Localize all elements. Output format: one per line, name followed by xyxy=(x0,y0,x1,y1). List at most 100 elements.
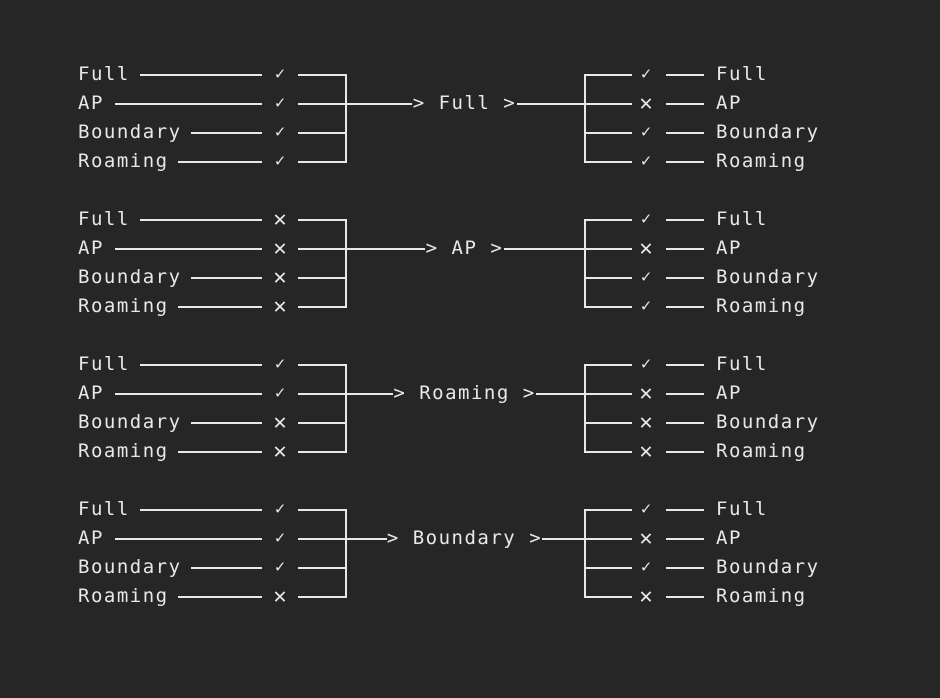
transition-block-full: Full✓AP✓Boundary✓Roaming✓> Full >✓Full✕A… xyxy=(0,60,940,190)
output-row: ✓Full xyxy=(0,350,940,379)
input-label: Boundary xyxy=(78,121,182,143)
input-leader-line xyxy=(115,392,262,395)
output-leader-line xyxy=(666,247,704,250)
input-mark-check: ✓ xyxy=(274,528,286,548)
output-stub-line xyxy=(584,305,632,308)
output-leader-line xyxy=(666,363,704,366)
output-stub-line xyxy=(584,450,632,453)
output-label: Boundary xyxy=(716,121,820,143)
transition-block-roaming: Full✓AP✓Boundary✕Roaming✕> Roaming >✓Ful… xyxy=(0,350,940,480)
input-mark-check: ✓ xyxy=(274,93,286,113)
input-mark-cross: ✕ xyxy=(273,236,287,261)
output-row: ✓Boundary xyxy=(0,553,940,582)
output-label: AP xyxy=(716,382,742,404)
input-row: Roaming ✕ xyxy=(0,437,940,466)
centre-label: > Full > xyxy=(412,92,517,114)
input-mark-check: ✓ xyxy=(274,383,286,403)
input-leader-line xyxy=(178,450,262,453)
output-label: Full xyxy=(716,208,768,230)
input-stub-line xyxy=(298,102,347,105)
input-label: Roaming xyxy=(78,440,169,462)
output-stub-line xyxy=(584,537,632,540)
output-label: Roaming xyxy=(716,295,807,317)
output-leader-line xyxy=(666,392,704,395)
input-row: AP✓ xyxy=(0,89,940,118)
transition-block-ap: Full✕AP✕Boundary✕Roaming✕> AP >✓Full✕AP✓… xyxy=(0,205,940,335)
output-bracket-spine xyxy=(584,218,586,308)
output-stub-line xyxy=(584,102,632,105)
output-bracket-spine xyxy=(584,363,586,453)
output-label: AP xyxy=(716,527,742,549)
input-mark-cross: ✕ xyxy=(273,584,287,609)
output-leader-line xyxy=(666,305,704,308)
input-mark-cross: ✕ xyxy=(273,439,287,464)
centre-label: > AP > xyxy=(425,237,504,259)
centre-outbound-line xyxy=(542,537,584,540)
input-row: Roaming✕ xyxy=(0,292,940,321)
output-label: AP xyxy=(716,237,742,259)
input-row: Full✕ xyxy=(0,205,940,234)
input-label: AP xyxy=(78,382,104,404)
input-label: Boundary xyxy=(78,266,182,288)
input-leader-line xyxy=(190,566,262,569)
centre-outbound-line xyxy=(535,392,584,395)
input-label: AP xyxy=(78,237,104,259)
output-label: Full xyxy=(716,498,768,520)
output-row: ✓Full xyxy=(0,495,940,524)
input-stub-line xyxy=(298,392,347,395)
centre-connector-full: > Full > xyxy=(345,89,584,118)
input-leader-line xyxy=(190,276,262,279)
output-leader-line xyxy=(666,595,704,598)
input-row: Boundary ✓ xyxy=(0,118,940,147)
centre-inbound-line xyxy=(345,247,425,250)
output-mark-check: ✓ xyxy=(640,557,652,577)
input-leader-line xyxy=(140,218,262,221)
output-row: ✓ Boundary xyxy=(0,118,940,147)
input-label: Boundary xyxy=(78,411,182,433)
centre-outbound-line xyxy=(504,247,584,250)
input-label: Full xyxy=(78,63,130,85)
output-stub-line xyxy=(584,160,632,163)
output-mark-check: ✓ xyxy=(640,296,652,316)
input-leader-line xyxy=(178,160,262,163)
centre-connector-boundary: > Boundary > xyxy=(345,524,584,553)
output-row: ✓Boundary xyxy=(0,263,940,292)
input-label: Roaming xyxy=(78,295,169,317)
input-label: Full xyxy=(78,353,130,375)
output-row: ✓Full xyxy=(0,205,940,234)
input-stub-line xyxy=(298,450,347,453)
input-row: AP ✓ xyxy=(0,524,940,553)
input-leader-line xyxy=(140,363,262,366)
input-stub-line xyxy=(298,421,347,424)
output-label: Boundary xyxy=(716,411,820,433)
input-label: Full xyxy=(78,208,130,230)
output-leader-line xyxy=(666,450,704,453)
output-leader-line xyxy=(666,566,704,569)
output-label: Roaming xyxy=(716,585,807,607)
input-stub-line xyxy=(298,595,347,598)
input-leader-line xyxy=(115,102,262,105)
input-row: Boundary✓ xyxy=(0,553,940,582)
output-mark-cross: ✕ xyxy=(639,91,653,116)
input-row: AP ✕ xyxy=(0,234,940,263)
input-stub-line xyxy=(298,160,347,163)
output-leader-line xyxy=(666,218,704,221)
input-stub-line xyxy=(298,218,347,221)
input-label: Full xyxy=(78,498,130,520)
input-leader-line xyxy=(140,508,262,511)
output-row: ✓ Full xyxy=(0,60,940,89)
input-row: Full ✓ xyxy=(0,60,940,89)
output-mark-cross: ✕ xyxy=(639,236,653,261)
output-mark-cross: ✕ xyxy=(639,584,653,609)
input-stub-line xyxy=(298,247,347,250)
input-bracket-spine xyxy=(345,218,347,308)
input-mark-check: ✓ xyxy=(274,122,286,142)
input-mark-check: ✓ xyxy=(274,64,286,84)
input-row: Roaming ✕ xyxy=(0,582,940,611)
centre-inbound-line xyxy=(345,392,394,395)
input-leader-line xyxy=(115,537,262,540)
output-leader-line xyxy=(666,537,704,540)
output-label: Full xyxy=(716,63,768,85)
input-stub-line xyxy=(298,73,347,76)
